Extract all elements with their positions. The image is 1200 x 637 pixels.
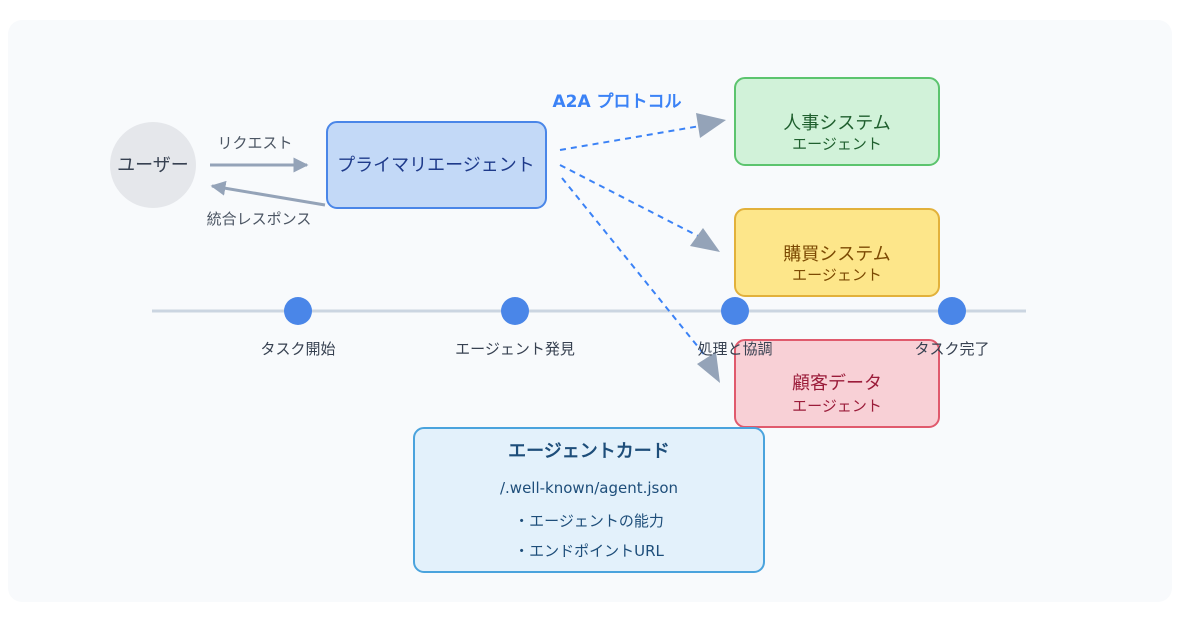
dashed-arrow-customer-head — [697, 352, 720, 383]
agent-card-item: ・エンドポイントURL — [514, 542, 664, 560]
purchase-agent-node: 購買システム エージェント — [734, 208, 940, 297]
agent-card-path: /.well-known/agent.json — [500, 479, 678, 497]
dashed-arrow-hr — [559, 125, 701, 151]
timeline-step-label: エージェント発見 — [455, 340, 575, 358]
hr-agent-subtitle: エージェント — [792, 135, 882, 153]
timeline-step-label: タスク開始 — [260, 340, 335, 358]
timeline-step-label: 処理と協調 — [697, 340, 772, 358]
user-node: ユーザー — [110, 122, 196, 208]
purchase-agent-title: 購買システム — [783, 244, 890, 265]
dashed-arrow-purchase — [559, 164, 701, 238]
timeline-dot — [501, 297, 529, 325]
purchase-agent-subtitle: エージェント — [792, 266, 882, 284]
hr-agent-node: 人事システム エージェント — [734, 77, 940, 166]
customer-agent-node: 顧客データ エージェント — [734, 339, 940, 428]
agent-card-title: エージェントカード — [508, 441, 670, 462]
agent-card: エージェントカード /.well-known/agent.json ・エージェン… — [413, 427, 765, 573]
timeline-step-label: タスク完了 — [914, 340, 989, 358]
timeline-dot — [284, 297, 312, 325]
response-label: 統合レスポンス — [207, 210, 312, 228]
timeline: タスク開始 エージェント発見 処理と協調 タスク完了 — [260, 297, 990, 358]
timeline-dot — [721, 297, 749, 325]
agent-card-item: ・エージェントの能力 — [514, 512, 664, 530]
primary-agent-label: プライマリエージェント — [337, 155, 535, 176]
hr-agent-title: 人事システム — [783, 113, 890, 134]
customer-agent-subtitle: エージェント — [792, 397, 882, 415]
dashed-arrows — [559, 113, 726, 383]
dashed-arrow-hr-head — [696, 113, 726, 138]
request-label: リクエスト — [217, 134, 292, 152]
dashed-arrow-purchase-head — [690, 228, 720, 252]
protocol-label: A2A プロトコル — [552, 91, 681, 112]
dashed-arrow-customer — [561, 177, 708, 359]
primary-agent-node: プライマリエージェント — [326, 121, 547, 209]
user-label: ユーザー — [117, 155, 189, 176]
response-arrow — [210, 180, 326, 207]
customer-agent-title: 顧客データ — [792, 373, 882, 394]
timeline-dot — [938, 297, 966, 325]
